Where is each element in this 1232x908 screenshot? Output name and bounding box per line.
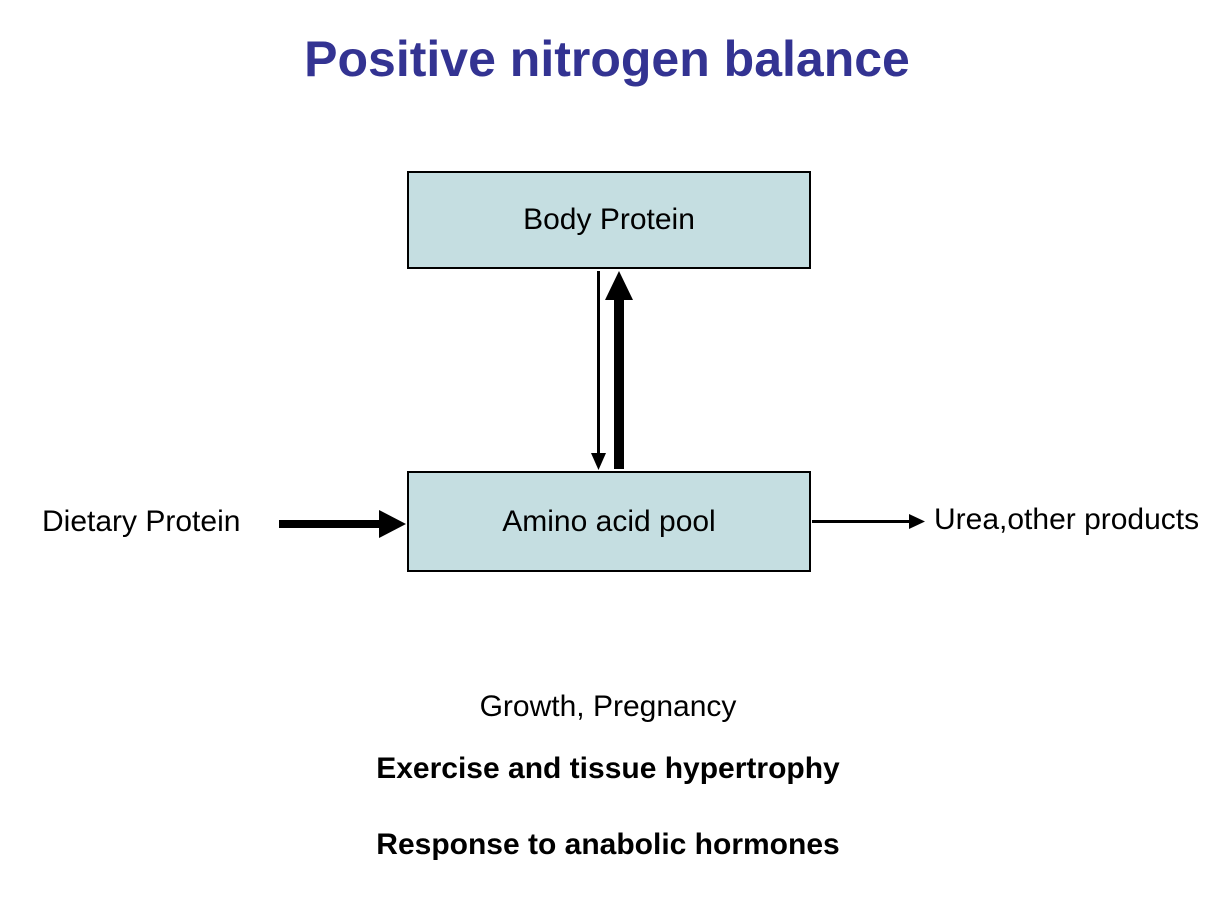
arrow-amino-acid-pool-to-urea-icon (812, 514, 925, 529)
arrow-amino-acid-pool-to-body-protein-icon (605, 271, 633, 469)
amino-acid-pool-label: Amino acid pool (502, 504, 716, 538)
note-exercise-hypertrophy: Exercise and tissue hypertrophy (376, 752, 840, 785)
body-protein-box: Body Protein (407, 171, 811, 269)
arrow-dietary-protein-to-amino-acid-pool-icon (279, 510, 406, 538)
body-protein-label: Body Protein (523, 203, 695, 236)
arrow-body-protein-to-amino-acid-pool-icon (591, 271, 606, 470)
dietary-protein-label: Dietary Protein (42, 505, 241, 538)
page-title: Positive nitrogen balance (304, 31, 910, 87)
note-growth-pregnancy: Growth, Pregnancy (479, 690, 737, 723)
amino-acid-pool-box: Amino acid pool (407, 471, 811, 572)
note-anabolic-hormones: Response to anabolic hormones (376, 828, 840, 861)
urea-other-products-label: Urea,other products (934, 503, 1200, 536)
